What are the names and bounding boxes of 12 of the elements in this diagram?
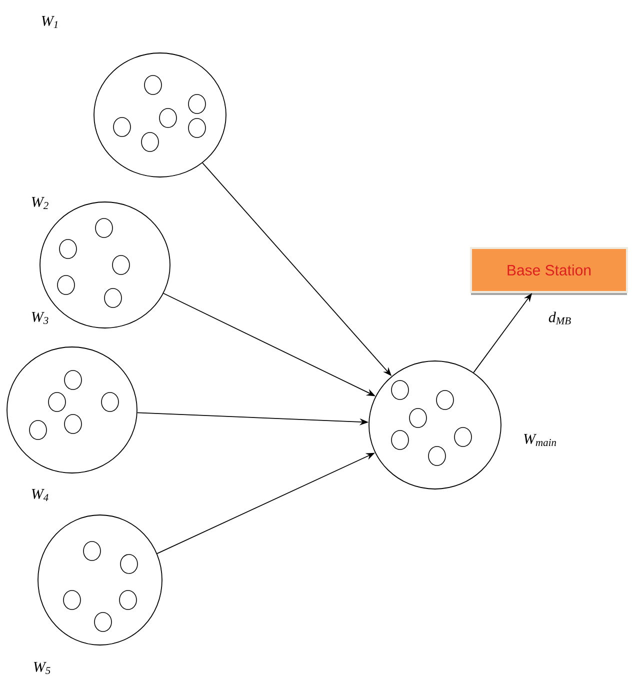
cluster-circle [94,52,226,178]
cluster-label: W$_{1}$ [42,16,58,28]
cluster-label: W$_{3}$ [32,312,48,324]
cluster-circle [38,514,162,646]
edge-label: d$_{MB}$ [547,310,573,326]
cluster-label: W$_{2}$ [32,197,48,209]
cluster-label: W$_{4}$ [32,489,48,501]
base-station-box: Base Station [470,247,628,295]
cluster-label: W$_{5}$ [34,662,50,674]
cluster-circle [368,360,502,490]
cluster-label: W$_{main}$ [524,434,556,446]
cluster-circle [6,346,138,474]
